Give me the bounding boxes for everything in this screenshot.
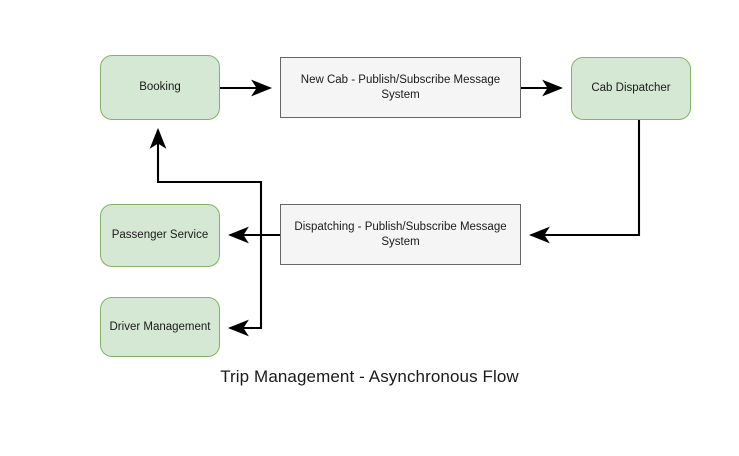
node-cab-dispatcher-label: Cab Dispatcher [591,82,671,95]
node-passenger-service-label: Passenger Service [111,229,209,242]
node-passenger-service[interactable]: Passenger Service [100,204,220,267]
node-booking-label: Booking [139,81,181,94]
node-booking[interactable]: Booking [100,55,220,120]
diagram-title: Trip Management - Asynchronous Flow [220,367,519,386]
node-dispatching-queue[interactable]: Dispatching - Publish/Subscribe Message … [280,204,521,265]
edge-dispatching-to-driver-management [227,235,263,337]
node-cab-dispatcher[interactable]: Cab Dispatcher [571,57,691,120]
node-dispatching-queue-label: Dispatching - Publish/Subscribe Message … [294,220,507,248]
node-new-cab-queue-label: New Cab - Publish/Subscribe Message Syst… [300,73,501,101]
edge-cab-dispatcher-to-dispatching [528,120,641,244]
node-driver-management[interactable]: Driver Management [100,297,220,357]
node-driver-management-label: Driver Management [109,320,211,333]
node-new-cab-queue[interactable]: New Cab - Publish/Subscribe Message Syst… [280,57,521,118]
